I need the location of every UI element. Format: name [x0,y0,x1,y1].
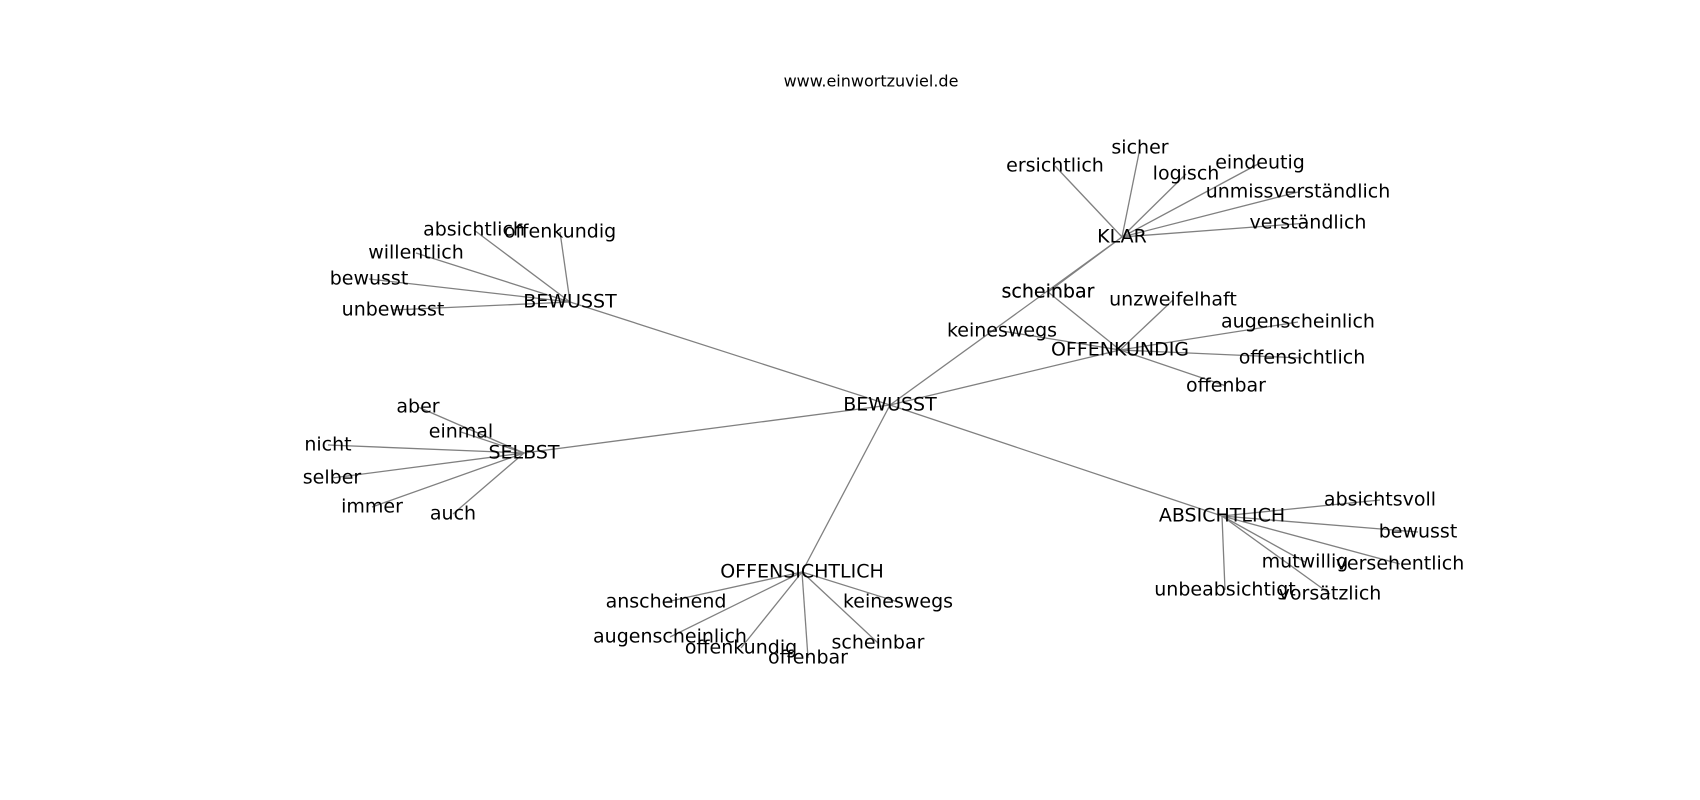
node-label-f1: anscheinend [606,591,727,613]
edge-bew2-b5 [392,301,571,311]
edge-root-absi [889,404,1223,517]
edge-root-selbst [523,404,891,454]
edge-klar-k1 [1054,165,1123,238]
edge-bew2-b1 [473,229,571,303]
node-label-f4: offenkundig [685,637,797,659]
node-label-klar: KLAR [1097,226,1147,248]
node-label-o1: unzweifelhaft [1109,289,1237,311]
node-label-selbst: SELBST [488,442,559,464]
node-label-o5: keineswegs [947,320,1057,342]
edge-root-offk [889,349,1121,406]
node-label-s4: selber [303,467,362,489]
node-label-o4: offenbar [1186,375,1266,397]
edge-offs-f6 [801,571,879,644]
node-label-a2: bewusst [1379,521,1458,543]
edge-absi-a3 [1221,515,1306,563]
edge-offk-o3 [1119,349,1303,359]
node-label-s3: nicht [304,434,351,456]
node-label-a5: unbeabsichtigt [1154,579,1295,601]
edge-klar-k5 [1121,191,1299,238]
node-label-root: BEWUSST [843,394,937,416]
node-label-b1: absichtlich [423,219,525,241]
edge-absi-a4 [1221,515,1401,565]
edge-offk-o4 [1119,349,1227,387]
node-label-a1: absichtsvoll [1324,489,1436,511]
node-label-a3: mutwillig [1262,551,1349,573]
edge-selbst-s4 [331,452,525,479]
edge-offk-o2 [1119,321,1299,351]
labels-layer: BEWUSST KLAR ersichtlich sicher logischeinde… [303,137,1465,669]
edge-offs-f4 [740,571,803,649]
node-label-b3: willentlich [368,242,464,264]
edge-klar-k3 [1121,173,1187,238]
diagram-title: www.einwortzuviel.de [784,72,959,91]
node-label-k3: logisch [1153,163,1220,185]
node-label-s5: immer [341,496,403,518]
edge-klar-k4 [1121,162,1261,238]
node-label-k1: ersichtlich [1006,155,1104,177]
node-label-offk: OFFENKUNDIG [1051,339,1189,361]
edge-absi-a5 [1221,515,1226,591]
edge-selbst-s6 [452,452,525,515]
edge-offs-f5 [801,571,809,659]
node-label-k6: verständlich [1250,212,1367,234]
node-label-o3: offensichtlich [1239,347,1366,369]
node-label-f3: augenscheinlich [593,626,747,648]
node-label-b2: offenkundig [504,221,616,243]
node-label-f5: offenbar [768,647,848,669]
node-label-k4: eindeutig [1215,152,1305,174]
edge-offk-o5 [1001,330,1121,351]
edge-offs-f2 [801,571,899,603]
node-label-bew2: BEWUSST [523,291,617,313]
node-label-o2: augenscheinlich [1221,311,1375,333]
edge-selbst-s5 [371,452,525,508]
node-label-s6: auch [430,503,476,525]
edge-klar-k2 [1121,147,1141,238]
edge-klar-k7 [1047,236,1123,293]
edge-offs-f1 [665,571,803,603]
node-label-s2: einmal [429,421,493,443]
edge-absi-a1 [1221,499,1381,517]
node-label-a6: vorsätzlich [1279,583,1382,605]
edge-offs-f3 [669,571,803,638]
edge-bew2-b2 [559,231,571,303]
edge-offk-o1 [1119,299,1174,351]
edge-selbst-s1 [417,406,525,454]
node-label-a4: versehentlich [1336,553,1465,575]
edge-absi-a6 [1221,515,1331,595]
node-label-f2: keineswegs [843,591,953,613]
edge-root-offs [801,404,891,573]
node-label-offs: OFFENSICHTLICH [720,561,884,583]
node-label-k5: unmissverständlich [1206,181,1391,203]
edges-layer [327,147,1419,659]
edge-root-bew2 [569,301,891,406]
node-label-f6: scheinbar [832,632,925,654]
node-label-o6: scheinbar [1002,281,1095,303]
edge-klar-k6 [1121,222,1309,238]
edge-absi-a2 [1221,515,1419,533]
edge-bew2-b4 [368,278,571,303]
node-label-b5: unbewusst [342,299,445,321]
edge-offk-o6 [1047,291,1121,351]
node-label-k2: sicher [1111,137,1168,159]
edge-selbst-s3 [327,444,525,454]
edge-selbst-s2 [460,431,525,454]
node-label-s1: aber [396,396,439,418]
edge-bew2-b3 [415,252,571,303]
node-label-absi: ABSICHTLICH [1159,505,1285,527]
node-label-k7: scheinbar [1002,281,1095,303]
node-label-b4: bewusst [330,268,409,290]
